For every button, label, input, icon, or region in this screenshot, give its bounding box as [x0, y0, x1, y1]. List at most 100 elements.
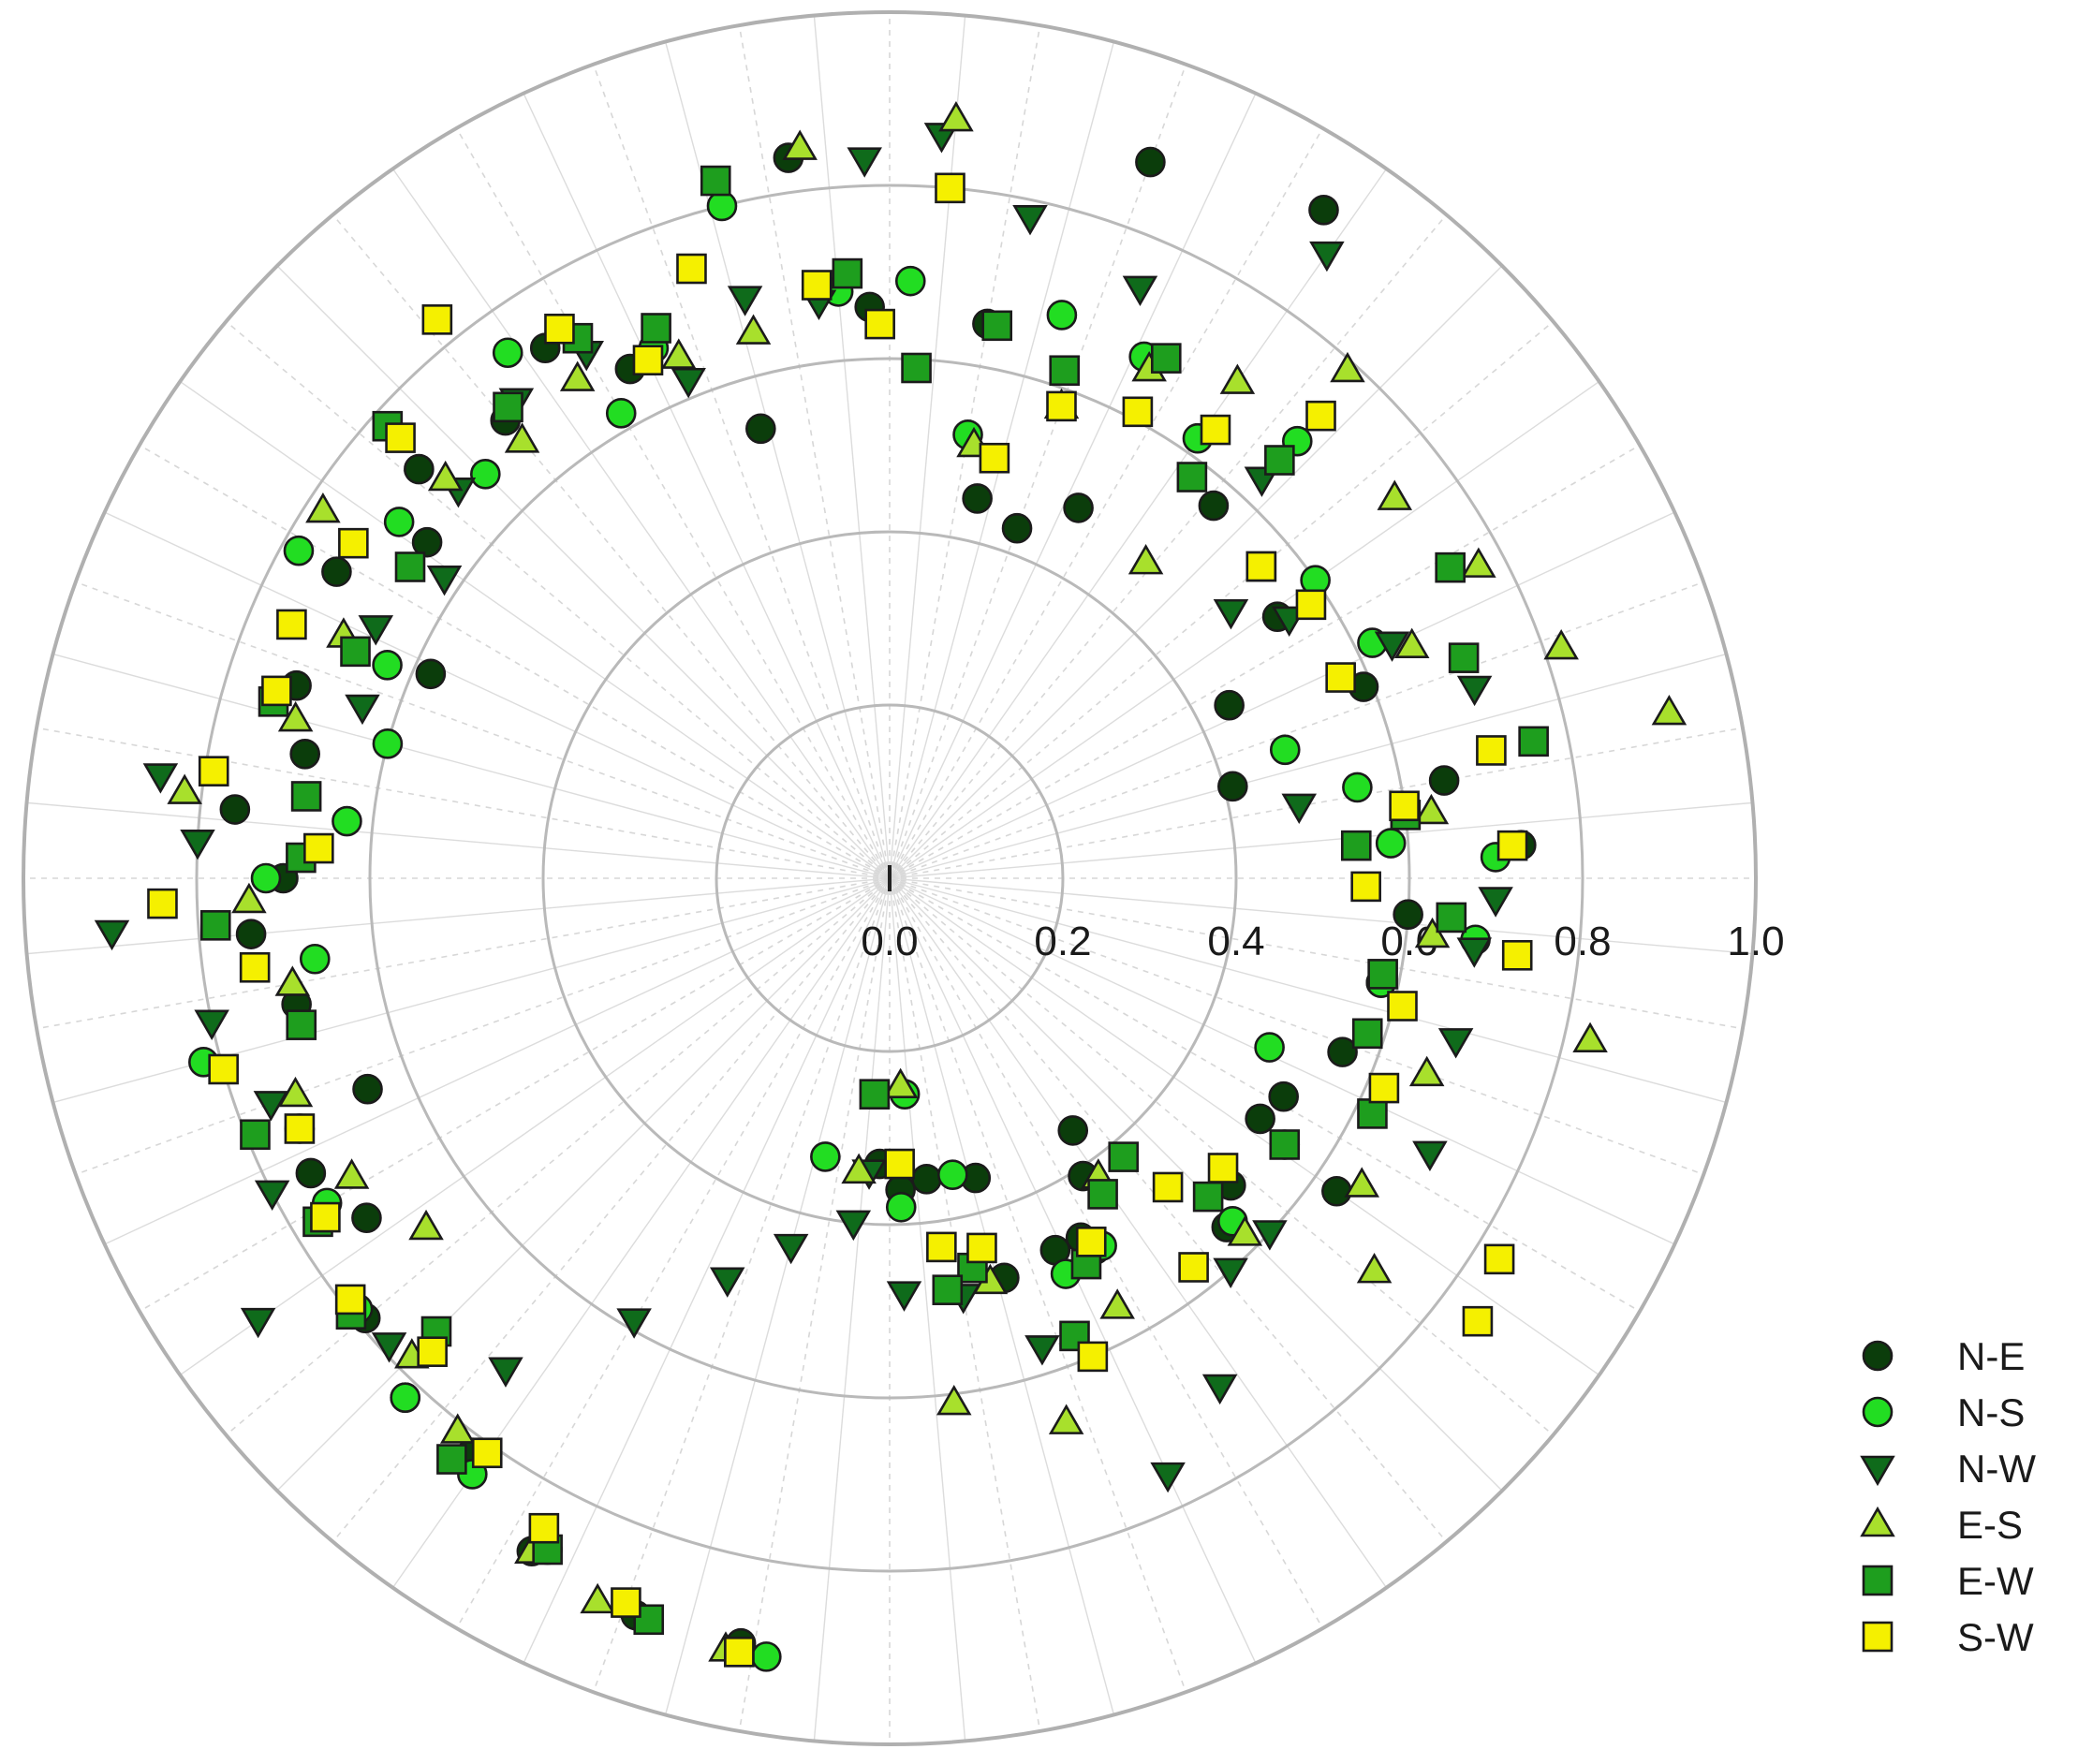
radial-grid-line	[889, 877, 1448, 1543]
radial-grid-line	[813, 15, 891, 879]
data-point	[1099, 1288, 1135, 1319]
data-point	[632, 345, 664, 375]
data-point	[1001, 512, 1033, 544]
radial-grid-line	[179, 380, 891, 879]
data-point	[277, 700, 314, 732]
data-point	[385, 422, 416, 453]
data-point	[1049, 355, 1081, 387]
data-point	[1436, 902, 1467, 933]
data-point	[289, 739, 320, 770]
radial-grid-line	[889, 801, 1753, 879]
data-point	[426, 566, 463, 596]
data-point	[926, 1231, 957, 1263]
radial-grid-line	[889, 877, 1753, 955]
radial-grid-line	[26, 877, 891, 955]
data-point	[239, 951, 271, 983]
radial-grid-line	[36, 727, 891, 879]
data-point	[299, 943, 331, 975]
legend-label: S-W	[1957, 1615, 2034, 1659]
data-point	[1245, 1103, 1275, 1135]
data-point	[528, 1512, 560, 1544]
data-point	[199, 910, 231, 941]
radial-grid-line	[276, 877, 891, 1492]
data-point	[1543, 628, 1579, 660]
data-point	[1192, 1181, 1224, 1213]
data-point	[661, 338, 697, 369]
data-point	[1219, 363, 1256, 394]
data-point	[1048, 1404, 1084, 1434]
data-point	[194, 1009, 229, 1040]
data-point	[1075, 1227, 1107, 1257]
data-point	[1150, 343, 1182, 374]
radial-grid-line	[889, 444, 1641, 879]
radial-grid-line	[75, 877, 891, 1176]
data-point	[404, 453, 435, 485]
r-tick-label: 1.0	[1727, 919, 1784, 964]
data-point	[1350, 871, 1381, 903]
data-point	[277, 1076, 314, 1108]
data-point	[1501, 939, 1533, 971]
data-point	[932, 1274, 964, 1305]
data-point	[782, 129, 818, 160]
data-point	[1375, 828, 1407, 859]
data-point	[1087, 1179, 1118, 1210]
radial-grid-line	[889, 877, 1600, 1376]
radial-grid-line	[455, 877, 891, 1629]
radial-grid-line	[225, 877, 891, 1436]
data-point	[352, 1073, 383, 1105]
legend-item: S-W	[1862, 1615, 2034, 1659]
data-point	[1213, 1257, 1248, 1288]
data-point	[240, 1119, 271, 1151]
data-point	[611, 1587, 641, 1618]
data-point	[470, 459, 501, 490]
data-point	[493, 391, 523, 423]
data-point	[616, 1308, 652, 1339]
data-point	[1207, 1153, 1239, 1183]
data-point	[1393, 899, 1423, 931]
data-point	[1108, 1141, 1140, 1172]
data-point	[345, 694, 380, 726]
radial-grid-line	[889, 653, 1727, 879]
data-point	[303, 832, 334, 864]
data-point	[1152, 1171, 1184, 1203]
data-point	[882, 1067, 919, 1098]
data-point	[305, 492, 341, 523]
legend-label: N-S	[1957, 1390, 2025, 1434]
data-point	[1252, 1220, 1288, 1251]
legend-item: E-S	[1860, 1503, 2023, 1547]
data-point	[735, 314, 772, 345]
legend-item: E-W	[1862, 1559, 2034, 1603]
data-point	[1393, 627, 1430, 658]
data-point	[415, 658, 447, 690]
radial-grid-line	[52, 877, 891, 1104]
legend-item: N-W	[1860, 1447, 2036, 1491]
data-point	[966, 1232, 997, 1264]
data-point	[605, 398, 637, 429]
data-point	[1330, 351, 1365, 383]
data-point	[1046, 390, 1077, 422]
radial-grid-line	[738, 24, 891, 879]
data-point	[835, 1210, 872, 1242]
data-point	[1269, 1129, 1301, 1160]
data-point	[411, 526, 443, 558]
data-point	[219, 794, 251, 825]
data-point	[180, 829, 215, 860]
radial-grid-line	[592, 877, 891, 1693]
data-point	[1461, 547, 1496, 578]
data-point	[1201, 1374, 1238, 1405]
data-point	[751, 1641, 782, 1672]
data-point	[504, 422, 540, 453]
data-point	[235, 919, 267, 949]
legend-label: N-E	[1957, 1334, 2025, 1378]
legend-label: E-S	[1957, 1503, 2023, 1547]
data-point	[1340, 830, 1372, 861]
data-point	[1462, 1305, 1494, 1337]
radial-grid-line	[889, 213, 1448, 879]
radial-grid-line	[889, 265, 1503, 879]
data-point	[1024, 1335, 1060, 1366]
data-point	[1135, 146, 1166, 178]
radial-grid-line	[332, 877, 891, 1543]
radial-grid-line	[225, 320, 891, 879]
data-point	[1012, 204, 1048, 236]
data-point	[1448, 642, 1480, 673]
